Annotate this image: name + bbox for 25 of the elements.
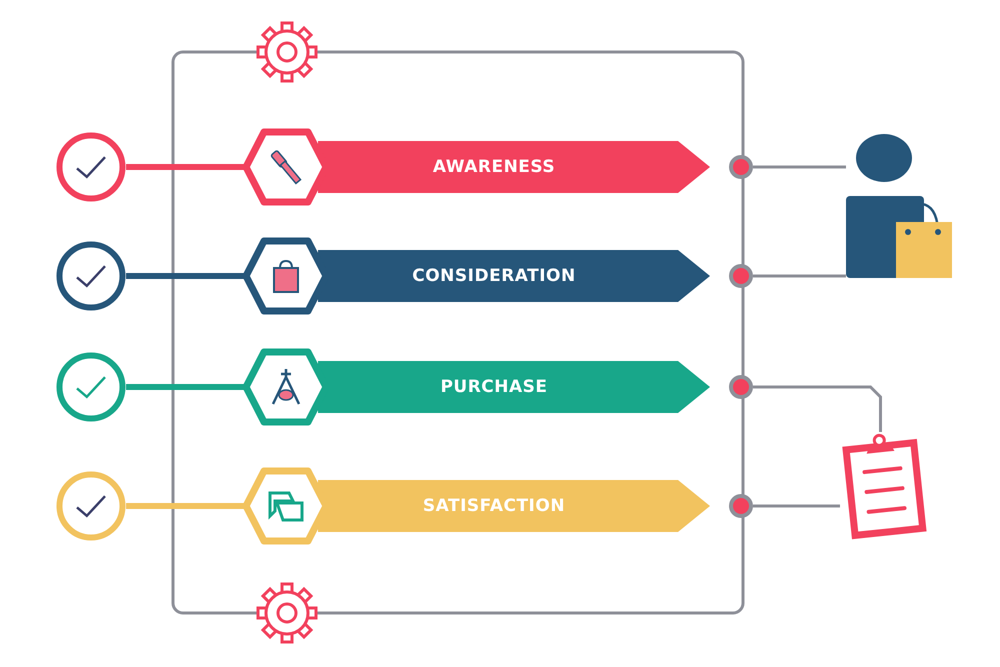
connector-line — [753, 166, 846, 168]
connector-dot — [729, 375, 753, 399]
connector-line — [753, 274, 846, 278]
connector-dot — [729, 264, 753, 288]
connector-line — [126, 164, 244, 170]
check-circle — [56, 352, 126, 422]
arrow-banner — [318, 480, 710, 532]
check-circle — [56, 241, 126, 311]
arrow-banner — [318, 250, 710, 302]
shopper-drawing — [846, 134, 952, 278]
stage-label: AWARENESS — [432, 157, 556, 177]
connector-line — [753, 504, 840, 508]
connector-line — [126, 384, 244, 390]
connector-line — [126, 273, 244, 279]
stage-label: PURCHASE — [440, 377, 548, 397]
arrow-banner — [318, 141, 710, 193]
connector-line — [753, 386, 882, 432]
connector-dot — [729, 494, 753, 518]
arrow-banner — [318, 361, 710, 413]
check-circle — [56, 471, 126, 541]
stage-label: SATISFACTION — [422, 496, 566, 516]
connector-line — [126, 503, 244, 509]
stage-label: CONSIDERATION — [412, 266, 576, 286]
connector-dot — [729, 155, 753, 179]
check-circle — [56, 132, 126, 202]
